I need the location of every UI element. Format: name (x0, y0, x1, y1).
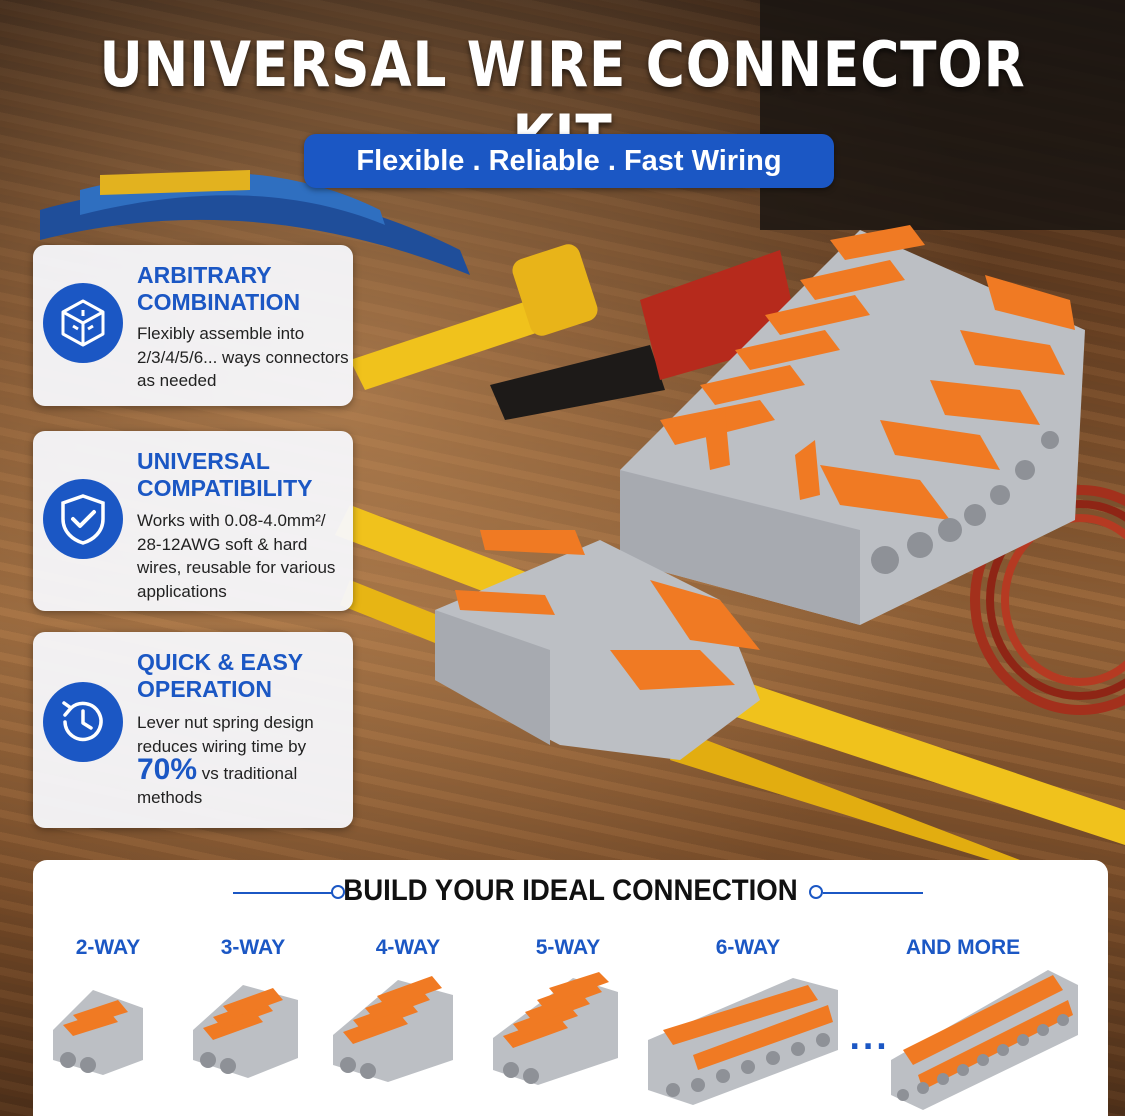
screwdriver-image (350, 244, 598, 390)
option-and-more: AND MORE (905, 936, 1021, 959)
build-title: BUILD YOUR IDEAL CONNECTION (343, 874, 798, 907)
tagline-text: Flexible . Reliable . Fast Wiring (356, 144, 782, 177)
connector-5-way-image (493, 972, 618, 1085)
description-text: vs traditional methods (137, 764, 298, 807)
feature-card-operation: QUICK & EASY OPERATION Lever nut spring … (33, 632, 353, 828)
option-3-way: 3-WAY (220, 936, 286, 959)
connector-many-way-image (891, 970, 1078, 1110)
decorative-line-right (823, 892, 923, 894)
option-5-way: 5-WAY (535, 936, 601, 959)
feature-title: QUICK & EASY OPERATION (137, 649, 303, 702)
feature-title: ARBITRARY COMBINATION (137, 262, 301, 315)
decorative-dot-right (809, 885, 823, 899)
description-text: Lever nut spring design reduces wiring t… (137, 713, 314, 756)
red-wire-coil-image (970, 485, 1125, 715)
ellipsis-indicator: ... (849, 1022, 890, 1057)
connector-6-way-image (648, 978, 838, 1105)
connector-2-way-image (53, 990, 143, 1075)
build-connection-panel: BUILD YOUR IDEAL CONNECTION 2-WAY 3-WAY … (33, 860, 1108, 1116)
feature-description: Works with 0.08-4.0mm²/ 28-12AWG soft & … (137, 511, 336, 601)
feature-card-combination: ARBITRARY COMBINATION Flexibly assemble … (33, 245, 353, 406)
option-6-way: 6-WAY (715, 936, 781, 959)
feature-description: Flexibly assemble into 2/3/4/5/6... ways… (137, 324, 349, 390)
connector-3-way-image (193, 985, 298, 1078)
option-2-way: 2-WAY (75, 936, 141, 959)
cube-combination-icon (43, 283, 123, 363)
connector-options-illustration (53, 970, 1078, 1110)
small-connector-image (435, 530, 760, 760)
connector-4-way-image (333, 976, 453, 1082)
decorative-dot-left (331, 885, 345, 899)
feature-card-compatibility: UNIVERSAL COMPATIBILITY Works with 0.08-… (33, 431, 353, 611)
clock-arrow-icon (43, 682, 123, 762)
connector-block-image (620, 225, 1085, 625)
decorative-line-left (233, 892, 333, 894)
feature-title: UNIVERSAL COMPATIBILITY (137, 448, 313, 501)
option-4-way: 4-WAY (375, 936, 441, 959)
percentage-highlight: 70% (137, 753, 198, 786)
shield-check-icon (43, 479, 123, 559)
feature-description: Lever nut spring design reduces wiring t… (137, 711, 349, 809)
tagline-banner: Flexible . Reliable . Fast Wiring (304, 134, 834, 188)
